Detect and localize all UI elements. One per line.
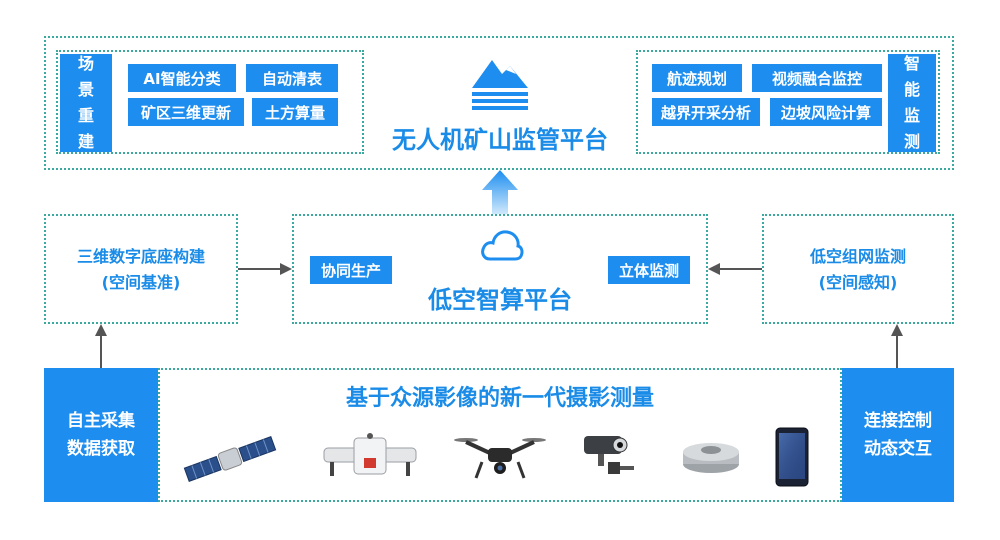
chip-route-planning: 航迹规划 bbox=[652, 64, 742, 92]
left-arrow-icon bbox=[708, 263, 762, 275]
chip-mine-3d-update: 矿区三维更新 bbox=[128, 98, 244, 126]
connection-control-box: 连接控制 动态交互 bbox=[842, 368, 954, 502]
left-middle-box bbox=[44, 214, 238, 324]
chip-ai-classification: AI智能分类 bbox=[128, 64, 236, 92]
right-middle-box bbox=[762, 214, 954, 324]
autonomous-collection-line1: 自主采集 bbox=[67, 411, 135, 431]
network-monitoring-line1: 低空组网监测 bbox=[809, 247, 906, 266]
chip-collaborative-production: 协同生产 bbox=[310, 256, 392, 284]
smartphone-icon bbox=[775, 427, 809, 487]
right-up-arrow-icon bbox=[891, 324, 903, 368]
autonomous-collection-line2: 数据获取 bbox=[67, 439, 135, 459]
scene-reconstruction-label: 场景重建 bbox=[77, 54, 94, 151]
mountain-logo-icon bbox=[472, 60, 528, 110]
computing-platform-title: 低空智算平台 bbox=[428, 286, 572, 314]
top-panel bbox=[44, 36, 954, 170]
network-monitoring-line2: (空间感知) bbox=[818, 273, 898, 292]
connection-control-line1: 连接控制 bbox=[864, 411, 932, 431]
digital-base-line2: (空间基准) bbox=[101, 273, 181, 292]
cloud-icon bbox=[481, 230, 524, 261]
connection-control-line2: 动态交互 bbox=[864, 439, 932, 459]
bottom-center-box bbox=[158, 368, 842, 502]
center-middle-box bbox=[292, 214, 708, 324]
chip-auto-clearing: 自动清表 bbox=[246, 64, 338, 92]
scene-reconstruction-tab: 场景重建 bbox=[60, 54, 112, 152]
autonomous-collection-box: 自主采集 数据获取 bbox=[44, 368, 158, 502]
mine-platform-title: 无人机矿山监管平台 bbox=[392, 126, 608, 154]
fixed-wing-drone-icon bbox=[323, 433, 417, 476]
sensor-device-icon bbox=[683, 443, 739, 473]
chip-stereo-monitoring: 立体监测 bbox=[608, 256, 690, 284]
chip-video-fusion: 视频融合监控 bbox=[752, 64, 882, 92]
satellite-icon bbox=[183, 436, 277, 482]
quadcopter-drone-icon bbox=[454, 438, 546, 479]
network-monitoring-text: 低空组网监测 (空间感知) bbox=[762, 244, 954, 296]
digital-base-text: 三维数字底座构建 (空间基准) bbox=[44, 244, 238, 296]
chip-slope-risk: 边坡风险计算 bbox=[770, 98, 882, 126]
smart-monitoring-label: 智能监测 bbox=[903, 54, 920, 151]
right-arrow-icon bbox=[238, 263, 292, 275]
top-left-group bbox=[56, 50, 364, 154]
chip-earthwork-calc: 土方算量 bbox=[252, 98, 338, 126]
smart-monitoring-tab: 智能监测 bbox=[888, 54, 936, 152]
surveillance-camera-icon bbox=[584, 436, 634, 474]
top-right-group bbox=[636, 50, 940, 154]
photogrammetry-title: 基于众源影像的新一代摄影测量 bbox=[345, 386, 654, 411]
left-up-arrow-icon bbox=[95, 324, 107, 368]
digital-base-line1: 三维数字底座构建 bbox=[76, 247, 205, 266]
up-arrow-icon bbox=[482, 170, 518, 214]
chip-overrun-analysis: 越界开采分析 bbox=[652, 98, 760, 126]
